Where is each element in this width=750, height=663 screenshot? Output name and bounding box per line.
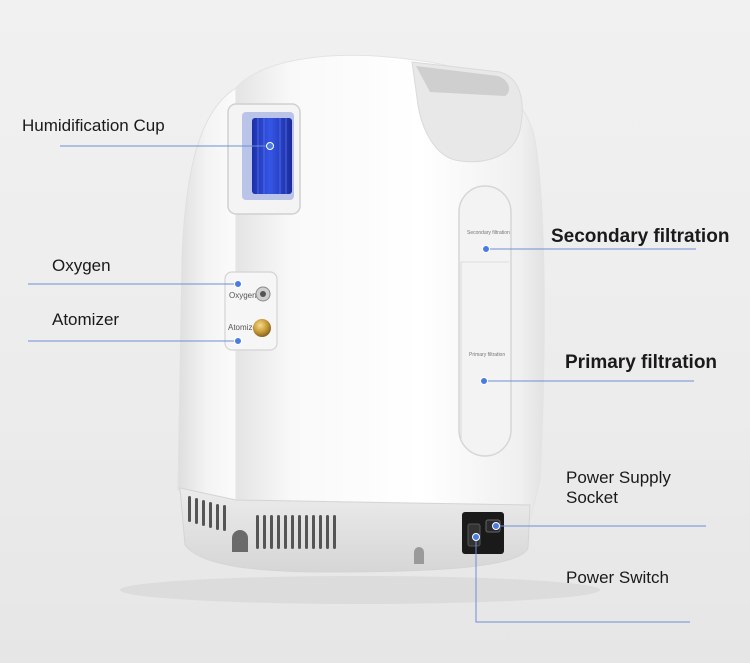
secondary-panel-marking: Secondary filtration	[467, 230, 510, 236]
callout-dot-socket	[492, 522, 500, 530]
label-secondary-filtration: Secondary filtration	[551, 226, 730, 247]
callout-dot-primary	[480, 377, 488, 385]
humidification-cup	[252, 118, 292, 194]
callout-dot-switch	[472, 533, 480, 541]
label-humidification-cup: Humidification Cup	[22, 116, 165, 135]
callout-dot-humidification	[266, 142, 274, 150]
callout-line-switch	[475, 537, 690, 623]
device-base	[179, 487, 531, 573]
label-power-switch: Power Switch	[566, 568, 669, 587]
atomizer-port	[253, 319, 271, 337]
cup-ridges	[257, 118, 287, 194]
callout-lines	[28, 145, 706, 623]
callout-dots	[234, 142, 500, 541]
label-power-supply-socket: Power Supply Socket	[566, 468, 671, 507]
base-notch-right	[414, 547, 424, 564]
filtration-panel	[458, 185, 512, 457]
vent-grille-front	[256, 515, 336, 549]
callout-dot-oxygen	[234, 280, 242, 288]
oxygen-port-center	[260, 291, 266, 297]
oxygen-port-marking: Oxygen	[229, 291, 257, 300]
label-atomizer: Atomizer	[52, 310, 120, 329]
label-oxygen: Oxygen	[52, 256, 111, 275]
label-primary-filtration: Primary filtration	[565, 352, 718, 373]
vent-grille-left	[188, 496, 226, 531]
primary-panel-marking: Primary filtration	[469, 352, 505, 358]
handle-inner-shadow	[416, 66, 510, 96]
device-left-side	[177, 87, 237, 506]
atomizer-port-marking: Atomizer	[228, 323, 260, 332]
callout-dot-secondary	[482, 245, 490, 253]
floor-shadow	[120, 576, 600, 604]
callout-dot-atomizer	[234, 337, 242, 345]
base-notch-left	[232, 530, 248, 552]
